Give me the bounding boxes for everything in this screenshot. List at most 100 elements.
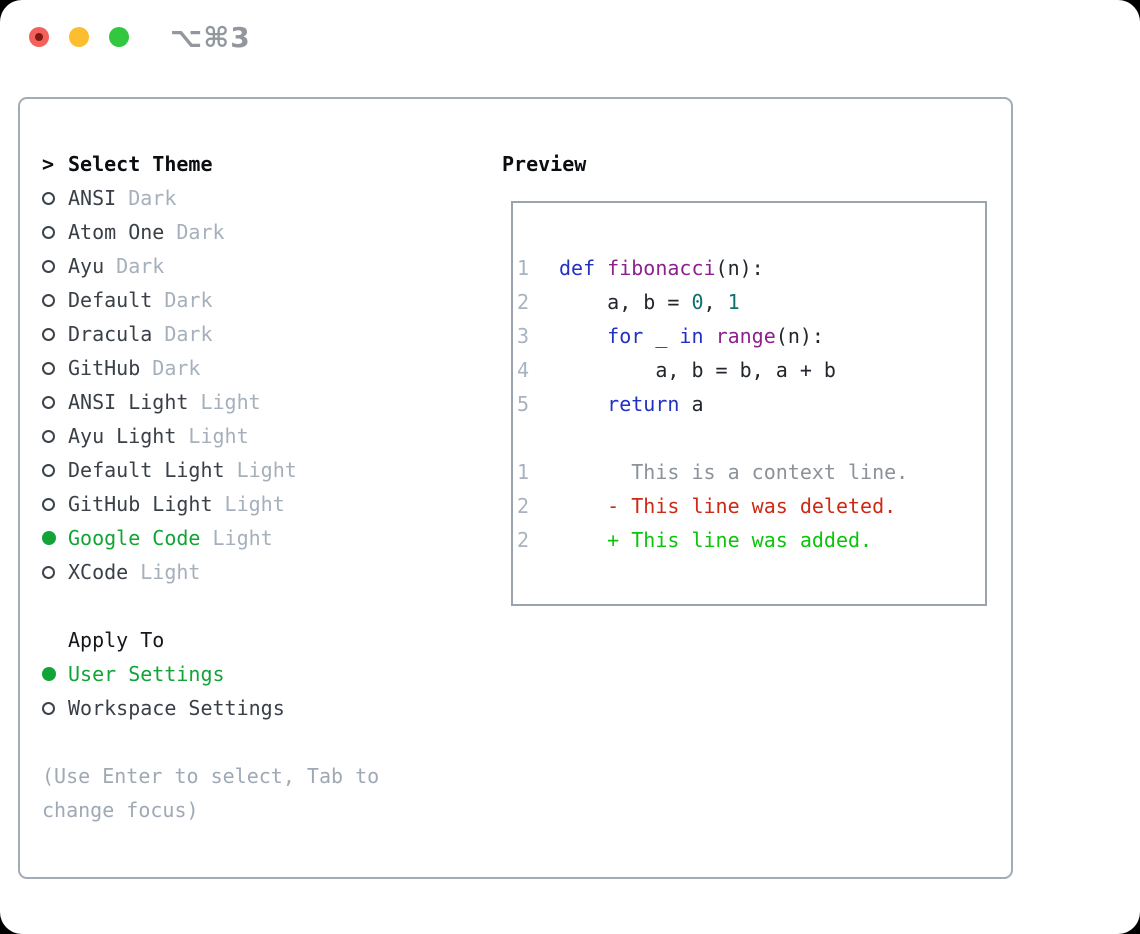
line-content: for _ in range(n): bbox=[559, 319, 824, 353]
line-content: a, b = 0, 1 bbox=[559, 285, 739, 319]
theme-item-ansi-light[interactable]: ANSI Light Light bbox=[42, 385, 502, 419]
theme-variant: Light bbox=[212, 492, 285, 516]
line-number: 2 bbox=[517, 528, 530, 552]
token-ctx: This is a context line. bbox=[559, 460, 909, 484]
select-theme-header-row: > Select Theme bbox=[42, 147, 502, 181]
theme-item-google-code[interactable]: Google Code Light bbox=[42, 521, 502, 555]
preview-line: 1 def fibonacci(n): bbox=[517, 251, 985, 285]
radio-slot bbox=[42, 531, 68, 545]
theme-item-ayu-light[interactable]: Ayu Light Light bbox=[42, 419, 502, 453]
theme-variant: Light bbox=[200, 526, 273, 550]
radio-unselected-icon bbox=[42, 395, 55, 409]
line-content: a, b = b, a + b bbox=[559, 353, 836, 387]
radio-slot bbox=[42, 565, 68, 579]
line-number: 1 bbox=[517, 460, 530, 484]
token-fn: fibonacci bbox=[607, 256, 716, 280]
theme-item-default-light[interactable]: Default Light Light bbox=[42, 453, 502, 487]
preview-header-row: Preview bbox=[502, 147, 1011, 181]
apply-option-user-settings[interactable]: User Settings bbox=[42, 657, 502, 691]
token-plain: (n): bbox=[715, 256, 764, 280]
line-number: 5 bbox=[517, 392, 530, 416]
radio-slot bbox=[42, 667, 68, 681]
preview-line: 1 This is a context line. bbox=[517, 455, 985, 489]
theme-name: Google Code bbox=[68, 526, 201, 550]
radio-unselected-icon bbox=[42, 259, 55, 273]
preview-line: 5 return a bbox=[517, 387, 985, 421]
apply-option-workspace-settings[interactable]: Workspace Settings bbox=[42, 691, 502, 725]
apply-to-header: Apply To bbox=[68, 628, 165, 652]
theme-variant: Light bbox=[176, 424, 249, 448]
radio-unselected-icon bbox=[42, 463, 55, 477]
radio-slot bbox=[42, 259, 68, 273]
line-content: return a bbox=[559, 387, 704, 421]
spacer bbox=[42, 589, 502, 623]
preview-line: 4 a, b = b, a + b bbox=[517, 353, 985, 387]
preview-line: 2 + This line was added. bbox=[517, 523, 985, 557]
theme-name: ANSI Light bbox=[68, 390, 189, 414]
radio-slot bbox=[42, 191, 68, 205]
line-content: This is a context line. bbox=[559, 455, 908, 489]
apply-option-label: User Settings bbox=[68, 662, 225, 686]
theme-item-dracula[interactable]: Dracula Dark bbox=[42, 317, 502, 351]
theme-variant: Light bbox=[224, 458, 297, 482]
token-del: - This line was deleted. bbox=[559, 494, 897, 518]
token-num: 0 bbox=[691, 290, 704, 314]
theme-item-ansi[interactable]: ANSI Dark bbox=[42, 181, 502, 215]
token-plain bbox=[704, 324, 716, 348]
theme-name: Dracula bbox=[68, 322, 153, 346]
theme-name: Atom One bbox=[68, 220, 165, 244]
close-button-icon[interactable] bbox=[29, 27, 49, 47]
zoom-button-icon[interactable] bbox=[109, 27, 129, 47]
preview-blank-line bbox=[517, 421, 985, 455]
radio-slot bbox=[42, 361, 68, 375]
preview-line: 3 for _ in range(n): bbox=[517, 319, 985, 353]
window-title: ⌥⌘3 bbox=[170, 21, 251, 54]
theme-item-xcode[interactable]: XCode Light bbox=[42, 555, 502, 589]
preview-line: 2 a, b = 0, 1 bbox=[517, 285, 985, 319]
token-plain bbox=[559, 392, 607, 416]
theme-item-ayu[interactable]: Ayu Dark bbox=[42, 249, 502, 283]
theme-name: XCode bbox=[68, 560, 129, 584]
theme-name: Default bbox=[68, 288, 153, 312]
radio-unselected-icon bbox=[42, 293, 55, 307]
theme-name: Ayu bbox=[68, 254, 105, 278]
apply-to-header-row: Apply To bbox=[42, 623, 502, 657]
preview-line: 2 - This line was deleted. bbox=[517, 489, 985, 523]
line-number: 2 bbox=[517, 290, 530, 314]
radio-unselected-icon bbox=[42, 361, 55, 375]
theme-variant: Dark bbox=[116, 186, 177, 210]
token-plain: a bbox=[679, 392, 704, 416]
keyboard-hint: (Use Enter to select, Tab to change focu… bbox=[42, 764, 380, 822]
theme-item-atom-one[interactable]: Atom One Dark bbox=[42, 215, 502, 249]
radio-unselected-icon bbox=[42, 429, 55, 443]
radio-selected-icon bbox=[42, 531, 56, 545]
token-kw: def bbox=[559, 256, 596, 280]
theme-name: GitHub bbox=[68, 356, 141, 380]
theme-variant: Dark bbox=[152, 288, 213, 312]
select-theme-header: Select Theme bbox=[68, 152, 213, 176]
radio-selected-icon bbox=[42, 667, 56, 681]
theme-name: Ayu Light bbox=[68, 424, 177, 448]
token-kw: return bbox=[607, 392, 680, 416]
radio-unselected-icon bbox=[42, 225, 55, 239]
theme-item-github[interactable]: GitHub Dark bbox=[42, 351, 502, 385]
theme-name: GitHub Light bbox=[68, 492, 213, 516]
cursor-slot: > bbox=[42, 147, 68, 181]
line-number: 1 bbox=[517, 256, 530, 280]
minimize-button-icon[interactable] bbox=[69, 27, 89, 47]
theme-item-default[interactable]: Default Dark bbox=[42, 283, 502, 317]
line-content: + This line was added. bbox=[559, 523, 872, 557]
token-plain: a, b = b, a + b bbox=[559, 358, 836, 382]
theme-item-github-light[interactable]: GitHub Light Light bbox=[42, 487, 502, 521]
token-plain bbox=[559, 324, 607, 348]
token-plain: (n): bbox=[775, 324, 824, 348]
radio-unselected-icon bbox=[42, 191, 55, 205]
line-content: - This line was deleted. bbox=[559, 489, 896, 523]
line-number: 4 bbox=[517, 358, 530, 382]
token-plain: a, b = bbox=[559, 290, 692, 314]
theme-name: Default Light bbox=[68, 458, 225, 482]
